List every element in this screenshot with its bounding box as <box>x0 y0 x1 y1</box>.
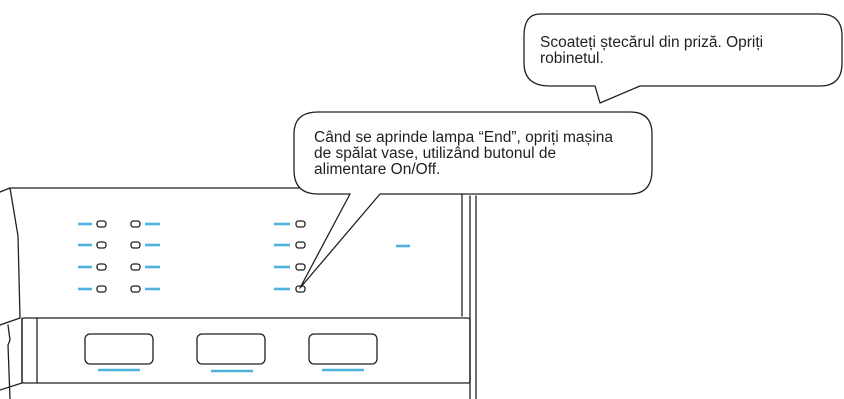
panel-button-1 <box>84 333 154 365</box>
on-off-button <box>308 333 378 365</box>
control-panel-outline <box>0 187 477 399</box>
callout-1-text: Scoateți ștecărul din priză. Opriți robi… <box>540 34 764 67</box>
led-indicator <box>130 263 141 271</box>
led-indicator <box>96 220 107 228</box>
callout-bubble-2 <box>293 111 653 289</box>
led-indicator <box>96 263 107 271</box>
led-indicator <box>96 285 107 293</box>
led-indicator <box>295 220 306 228</box>
led-indicator <box>130 220 141 228</box>
led-indicator <box>295 263 306 271</box>
led-indicator <box>130 241 141 249</box>
led-indicator <box>96 241 107 249</box>
callout-2-text: Când se aprinde lampa “End”, opriți mași… <box>314 129 613 178</box>
panel-buttons <box>84 333 378 365</box>
blue-label-lines <box>78 222 410 373</box>
led-indicator <box>130 285 141 293</box>
button-strip <box>0 317 471 399</box>
led-indicator <box>295 241 306 249</box>
indicator-leds <box>96 220 306 293</box>
callout-bubble-1 <box>523 13 843 104</box>
panel-button-2 <box>196 333 266 365</box>
